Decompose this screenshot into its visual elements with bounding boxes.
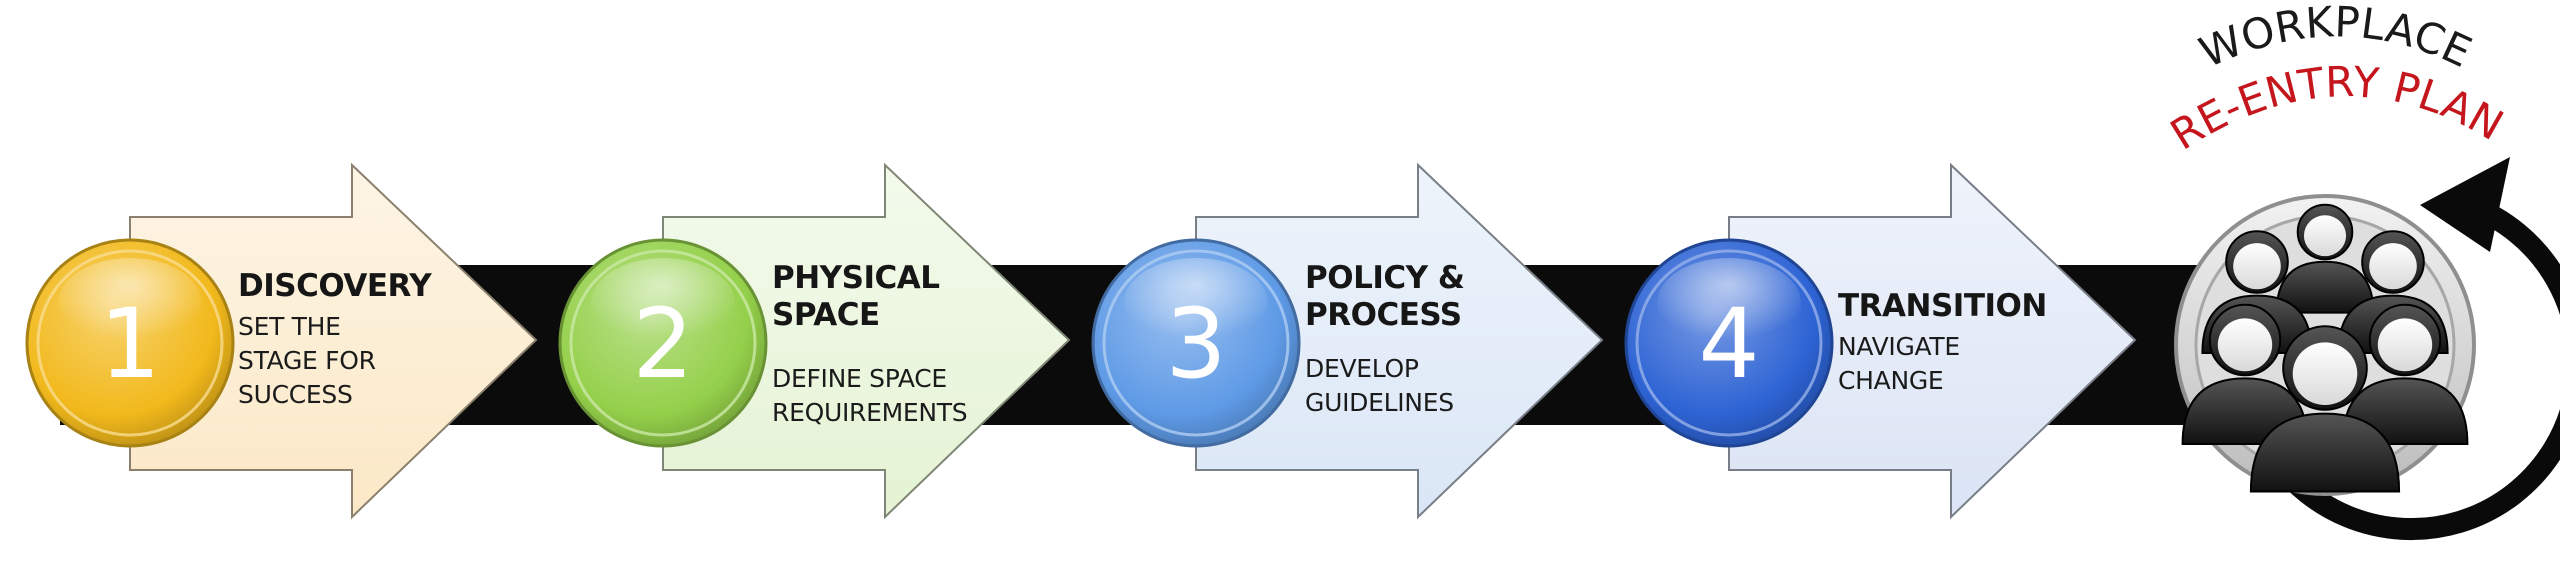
step-3-title: POLICY &PROCESS — [1305, 260, 1465, 333]
step-2-number: 2 — [632, 288, 693, 400]
step-1-arrow — [129, 162, 538, 520]
person-icon — [2249, 325, 2401, 493]
step-4-number: 4 — [1698, 288, 1759, 400]
step-1-number: 1 — [99, 288, 160, 400]
step-4: 4 — [1624, 162, 2137, 520]
step-2: 2 — [558, 162, 1071, 520]
people-group-icon — [2181, 203, 2469, 493]
step-1-title: DISCOVERY — [238, 268, 432, 304]
circular-arrowhead-icon — [2420, 157, 2510, 252]
step-4-title: TRANSITION — [1838, 288, 2047, 324]
step-4-arrow — [1728, 162, 2137, 520]
person-icon — [2275, 203, 2375, 314]
step-1: 1 — [25, 162, 538, 520]
step-3: 3 — [1091, 162, 1604, 520]
step-2-arrow — [662, 162, 1071, 520]
step-3-arrow — [1195, 162, 1604, 520]
step-3-number: 3 — [1165, 288, 1226, 400]
steps-layer: 1 2 3 4 — [25, 162, 2137, 520]
team-badge — [2174, 157, 2560, 541]
